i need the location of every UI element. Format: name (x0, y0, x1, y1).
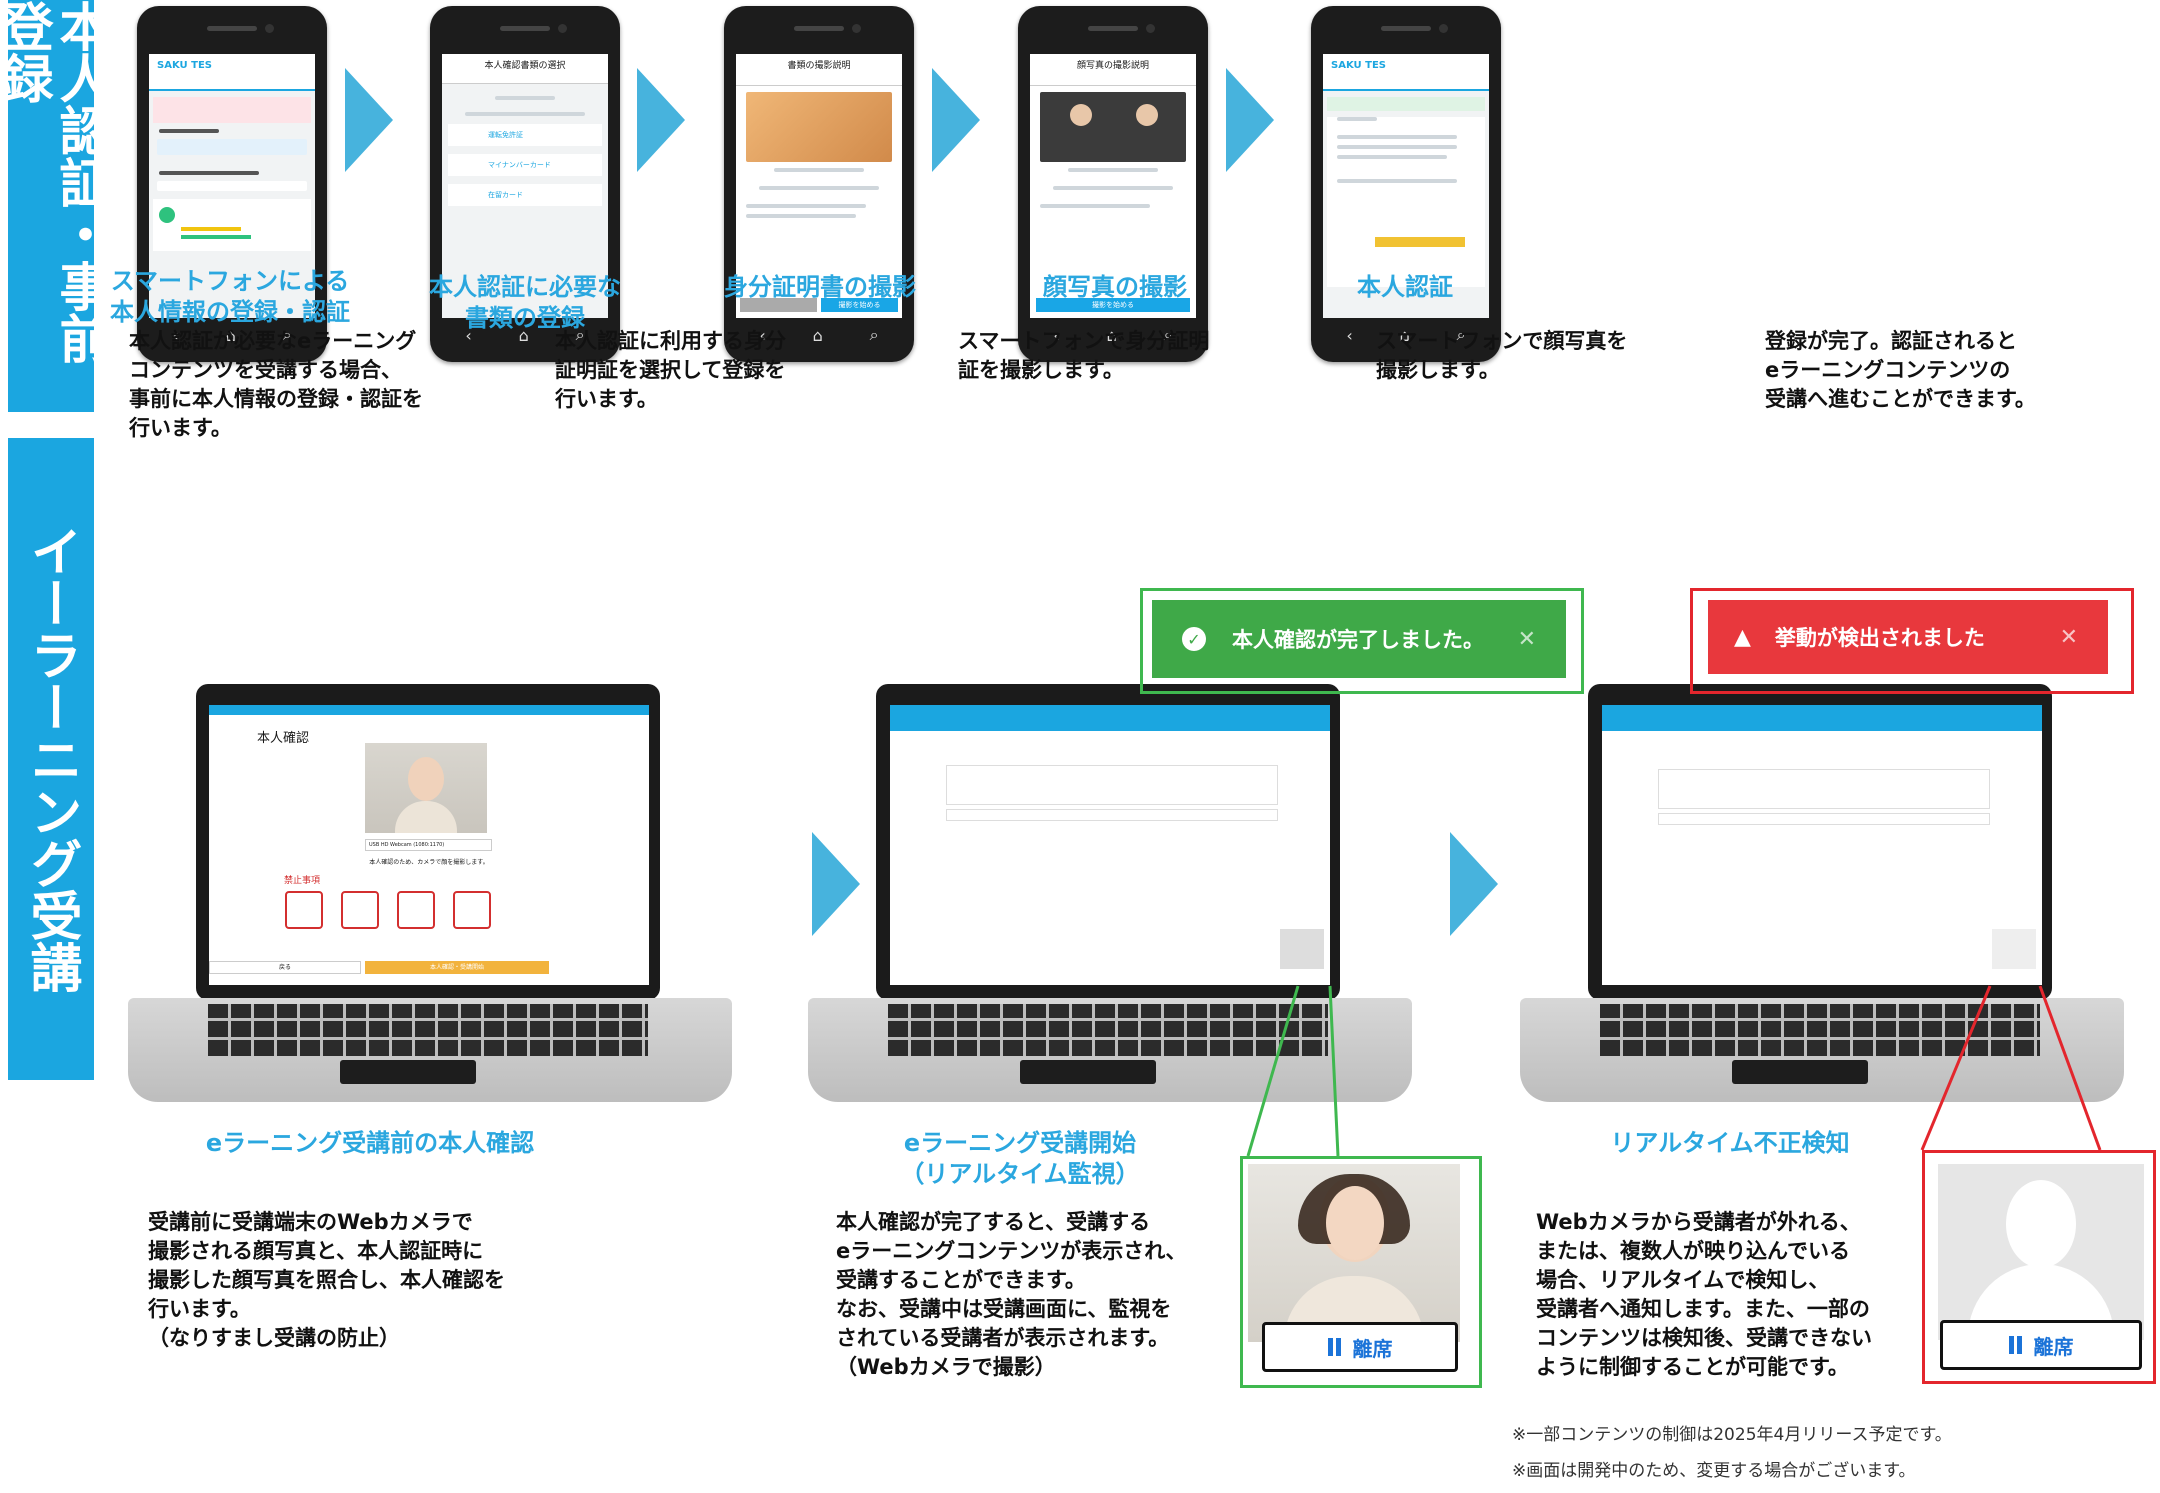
doc-option[interactable]: マイナンバーカード (448, 154, 602, 176)
prohibited-title: 禁止事項 (284, 876, 321, 886)
id-photo-image (746, 92, 892, 162)
screen-title: 本人確認書類の選択 (442, 54, 608, 75)
camera-instruction: 本人確認のため、カメラで顔を撮影します。 (369, 859, 489, 866)
brand-logo: SAKU TES (1323, 54, 1489, 77)
screen-title: 顔写真の撮影説明 (1076, 61, 1149, 71)
empty-seat-image (1938, 1164, 2144, 1340)
laptop-base (128, 998, 732, 1102)
pause-icon (1327, 1338, 1333, 1356)
success-callout-frame (1140, 588, 1584, 694)
back-button[interactable]: 戻る (209, 961, 361, 974)
monitor-zoom-frame (1240, 1156, 1482, 1388)
camera-select[interactable]: USB HD Webcam (1080:1170) (365, 839, 492, 851)
step-description: スマートフォンで身分証明 証を撮影します。 (958, 329, 1210, 382)
screen-title: 書類の撮影説明 (787, 61, 851, 71)
phone-document-select: 本人確認書類の選択 運転免許証 マイナンバーカード 在留カード ‹⌂⌕ (430, 6, 620, 362)
leave-seat-button[interactable]: 離席 (1940, 1320, 2142, 1370)
elearning-description: 本人確認が完了すると、受講する eラーニングコンテンツが表示され、 受講すること… (836, 1210, 1187, 1379)
alert-notification: ▲ 挙動が検出されました ✕ (1708, 600, 2108, 674)
leave-seat-label: 離席 (1352, 1336, 1393, 1361)
start-capture-button[interactable]: 撮影を始める (1036, 298, 1190, 312)
webcam-face-image (365, 743, 487, 833)
verification-heading: 本人確認 (257, 731, 310, 746)
detection-zoom-frame (1922, 1150, 2156, 1384)
close-icon[interactable]: ✕ (1517, 626, 1536, 652)
mask-icon (285, 891, 323, 929)
elearning-description: Webカメラから受講者が外れる、 または、複数人が映り込んでいる 場合、リアルタ… (1536, 1210, 1872, 1379)
phone-registration: SAKU TES ‹⌂⌕ (137, 6, 327, 362)
success-notification: ✓ 本人確認が完了しました。 ✕ (1152, 600, 1566, 678)
pause-icon (2008, 1336, 2014, 1354)
laptop-screen-session (890, 705, 1330, 985)
warning-icon: ▲ (1734, 624, 1751, 650)
start-session-button[interactable]: 本人確認・受講開始 (365, 961, 549, 974)
arrow-right-icon (1450, 832, 1498, 936)
step-description: 登録が完了。認証されると eラーニングコンテンツの 受講へ進むことができます。 (1765, 329, 2036, 411)
phone-verified: SAKU TES ‹⌂⌕ (1311, 6, 1501, 362)
section-label-elearning: イーラーニング受講 (8, 438, 94, 1080)
arrow-right-icon (812, 832, 860, 936)
phone-screen-home: SAKU TES (149, 54, 315, 318)
footnote: ※一部コンテンツの制御は2025年4月リリース予定です。 (1512, 1425, 1952, 1445)
elearning-description: 受講前に受講端末のWebカメラで 撮影される顔写真と、本人認証時に 撮影した顔写… (148, 1210, 505, 1350)
close-icon[interactable]: ✕ (2059, 624, 2078, 650)
monitor-thumbnail (1992, 929, 2036, 969)
monitor-thumbnail (1280, 929, 1324, 969)
elearning-title: リアルタイム不正検知 (1610, 1129, 1850, 1157)
step-title: 本人認証に必要な 書類の登録 (429, 273, 621, 332)
footnote: ※画面は開発中のため、変更する場合がございます。 (1512, 1461, 1916, 1481)
brand-logo: SAKU TES (149, 54, 315, 77)
doc-option[interactable]: 在留カード (448, 184, 602, 206)
conversation-icon (453, 891, 491, 929)
alert-message: 挙動が検出されました (1774, 626, 1985, 650)
arrow-right-icon (1226, 68, 1274, 172)
step-title: スマートフォンによる 本人情報の登録・認証 (110, 267, 350, 326)
step-title: 顔写真の撮影 (1043, 273, 1187, 301)
laptop-screen-detection (1602, 705, 2042, 985)
multiple-people-icon (397, 891, 435, 929)
phone-face-capture: 顔写真の撮影説明 撮影を始める ‹⌂⌕ (1018, 6, 1208, 362)
elearning-title: eラーニング受講開始 （リアルタイム監視） (900, 1129, 1140, 1188)
check-circle-icon: ✓ (1182, 627, 1206, 651)
leave-seat-label: 離席 (2033, 1334, 2074, 1359)
leave-seat-button[interactable]: 離席 (1262, 1322, 1458, 1372)
face-photo-image (1040, 92, 1186, 162)
phone-id-capture: 書類の撮影説明 撮影を始める ‹⌂⌕ (724, 6, 914, 362)
prohibited-icons (285, 891, 491, 929)
start-capture-button[interactable]: 撮影を始める (821, 298, 898, 312)
arrow-right-icon (932, 68, 980, 172)
success-message: 本人確認が完了しました。 (1232, 628, 1484, 652)
away-icon (341, 891, 379, 929)
doc-option[interactable]: 運転免許証 (448, 124, 602, 146)
arrow-right-icon (345, 68, 393, 172)
step-description: 本人認証が必要なeラーニング コンテンツを受講する場合、 事前に本人情報の登録・… (129, 329, 423, 440)
step-description: スマートフォンで顔写真を 撮影します。 (1376, 329, 1628, 382)
alert-callout-frame (1690, 588, 2134, 694)
laptop-screen-verification: 本人確認 USB HD Webcam (1080:1170) 本人確認のため、カ… (209, 705, 649, 985)
arrow-right-icon (637, 68, 685, 172)
step-description: 本人認証に利用する身分 証明証を選択して登録を 行います。 (555, 329, 786, 411)
step-title: 身分証明書の撮影 (724, 273, 916, 301)
elearning-title: eラーニング受講前の本人確認 (205, 1129, 535, 1157)
laptop-base (1520, 998, 2124, 1102)
laptop-base (808, 998, 1412, 1102)
monitored-student-image (1248, 1164, 1460, 1342)
step-title: 本人認証 (1357, 273, 1453, 301)
